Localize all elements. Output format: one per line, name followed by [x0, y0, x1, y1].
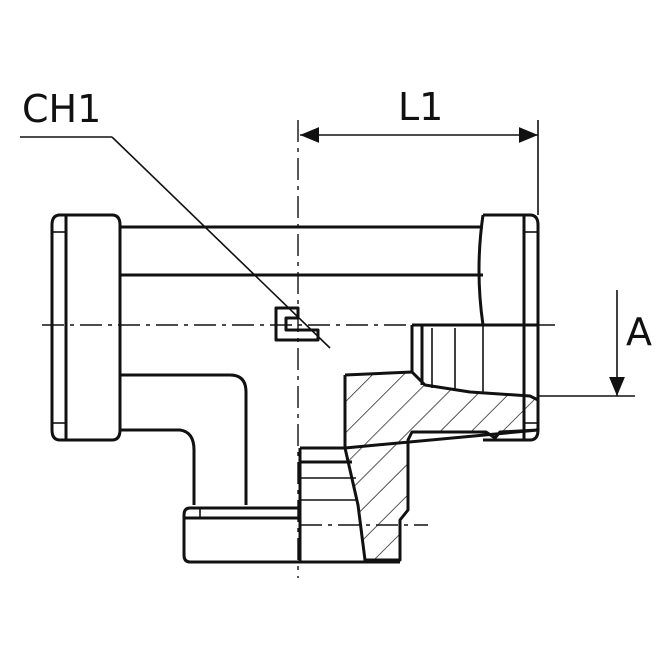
centre-marker — [274, 306, 320, 342]
l1-dimension — [300, 120, 539, 215]
tee-body — [120, 214, 485, 505]
l1-label: L1 — [398, 85, 443, 129]
a-label: A — [626, 310, 652, 354]
bottom-nut — [182, 506, 302, 564]
ch1-label: CH1 — [22, 87, 101, 131]
ch1-leader — [20, 136, 331, 349]
a-dimension — [538, 290, 635, 397]
centre-lines — [42, 120, 555, 578]
section-view — [298, 323, 540, 564]
left-nut — [50, 213, 122, 442]
